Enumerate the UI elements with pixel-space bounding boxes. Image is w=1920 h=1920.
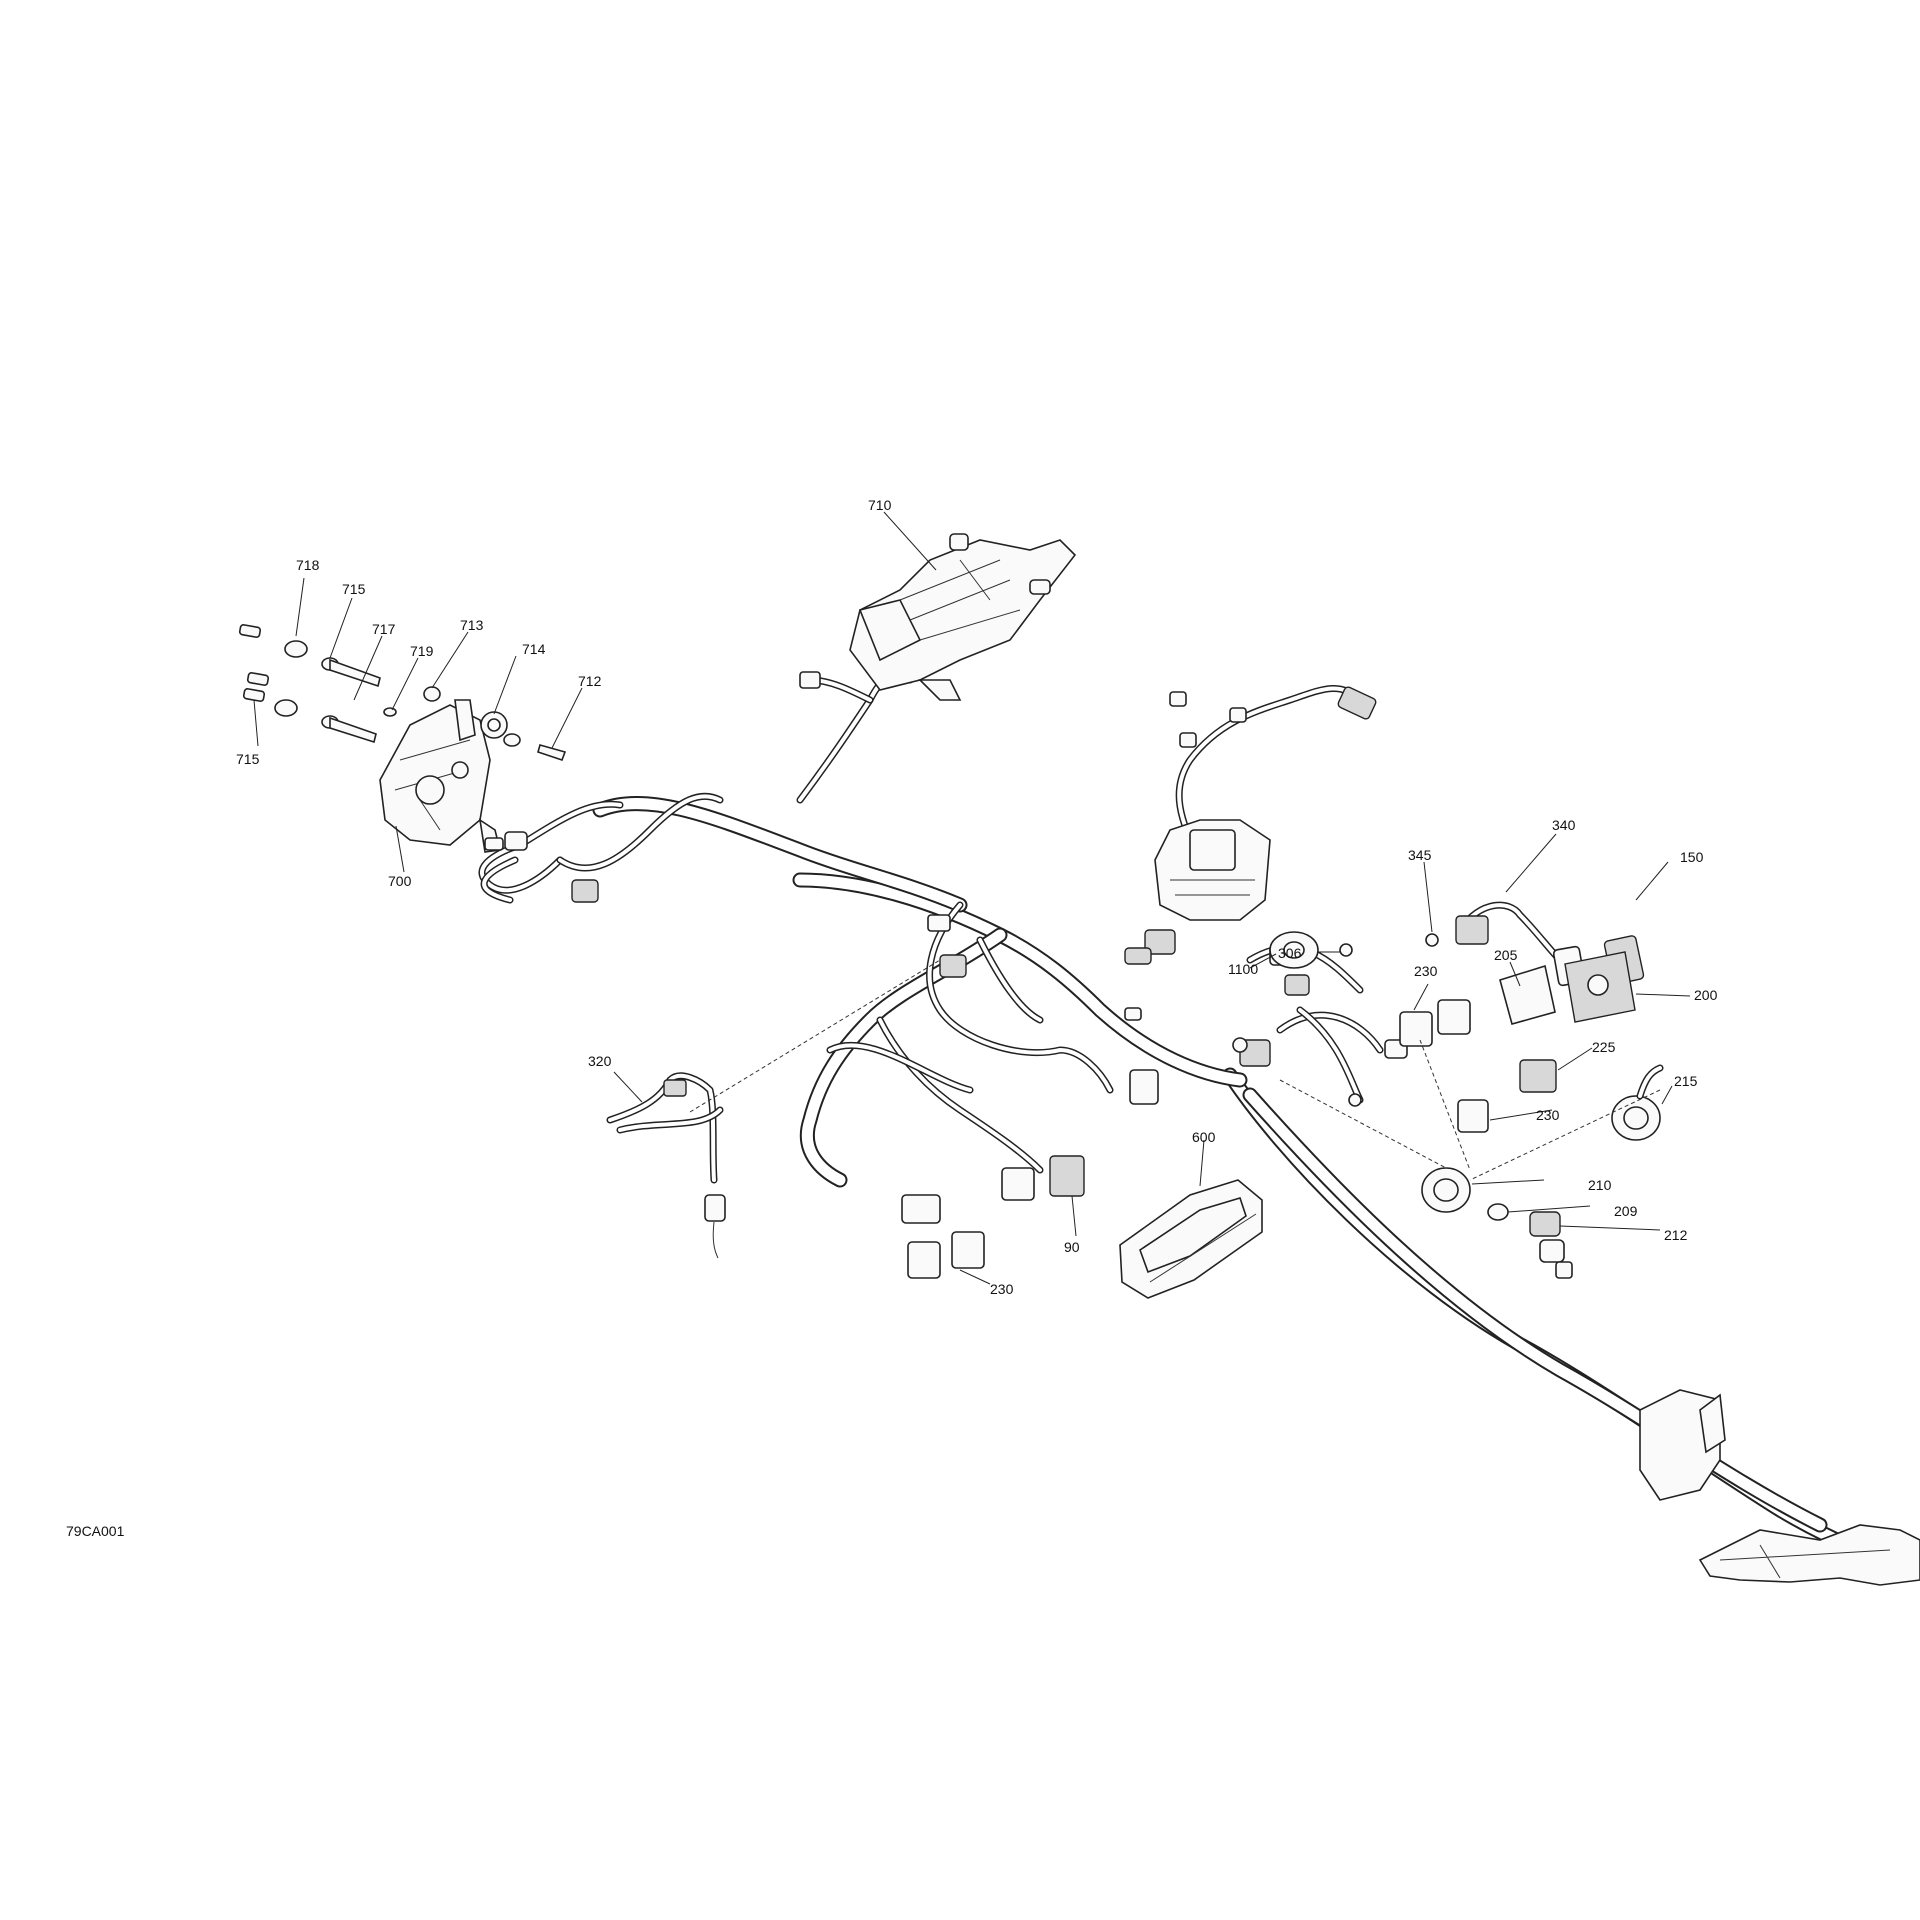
callout-150: 150 (1680, 849, 1704, 865)
callout-712: 712 (578, 673, 602, 689)
callout-715-bottom: 715 (236, 751, 260, 767)
callout-600: 600 (1192, 1129, 1216, 1145)
callout-710: 710 (868, 497, 892, 513)
callout-306: 306 (1278, 945, 1302, 961)
callout-320: 320 (588, 1053, 612, 1069)
callout-215: 215 (1674, 1073, 1698, 1089)
callout-714: 714 (522, 641, 546, 657)
callout-209: 209 (1614, 1203, 1638, 1219)
switch-cluster (1269, 931, 1664, 1279)
callout-230-middle: 230 (1536, 1107, 1560, 1123)
relay-group-lower (901, 1069, 1159, 1279)
hardware-set (238, 624, 567, 762)
callout-200: 200 (1694, 987, 1718, 1003)
figure-code: 79CA001 (66, 1523, 125, 1539)
leader-lines (253, 511, 1691, 1285)
callout-230-lower: 230 (990, 1281, 1014, 1297)
display-600 (1119, 1179, 1263, 1299)
module-700 (379, 699, 504, 853)
callout-715-top: 715 (342, 581, 366, 597)
callout-345: 345 (1408, 847, 1432, 863)
callout-1100: 1100 (1228, 961, 1258, 977)
harness-connectors (504, 671, 1408, 1107)
rear-mount (1639, 1389, 1920, 1586)
fuse-box (1154, 819, 1271, 921)
callout-340: 340 (1552, 817, 1576, 833)
callout-719: 719 (410, 643, 434, 659)
sensor-320 (606, 1072, 726, 1259)
callout-230-upper: 230 (1414, 963, 1438, 979)
callout-718: 718 (296, 557, 320, 573)
main-wiring-harness (478, 672, 1920, 1578)
callout-205: 205 (1494, 947, 1518, 963)
callout-labels: 718 715 717 719 713 714 712 715 700 710 … (66, 497, 1718, 1539)
callout-717: 717 (372, 621, 396, 637)
callout-210: 210 (1588, 1177, 1612, 1193)
callout-225: 225 (1592, 1039, 1616, 1055)
callout-713: 713 (460, 617, 484, 633)
callout-212: 212 (1664, 1227, 1688, 1243)
callout-700: 700 (388, 873, 412, 889)
module-710 (849, 533, 1077, 701)
callout-90: 90 (1064, 1239, 1080, 1255)
